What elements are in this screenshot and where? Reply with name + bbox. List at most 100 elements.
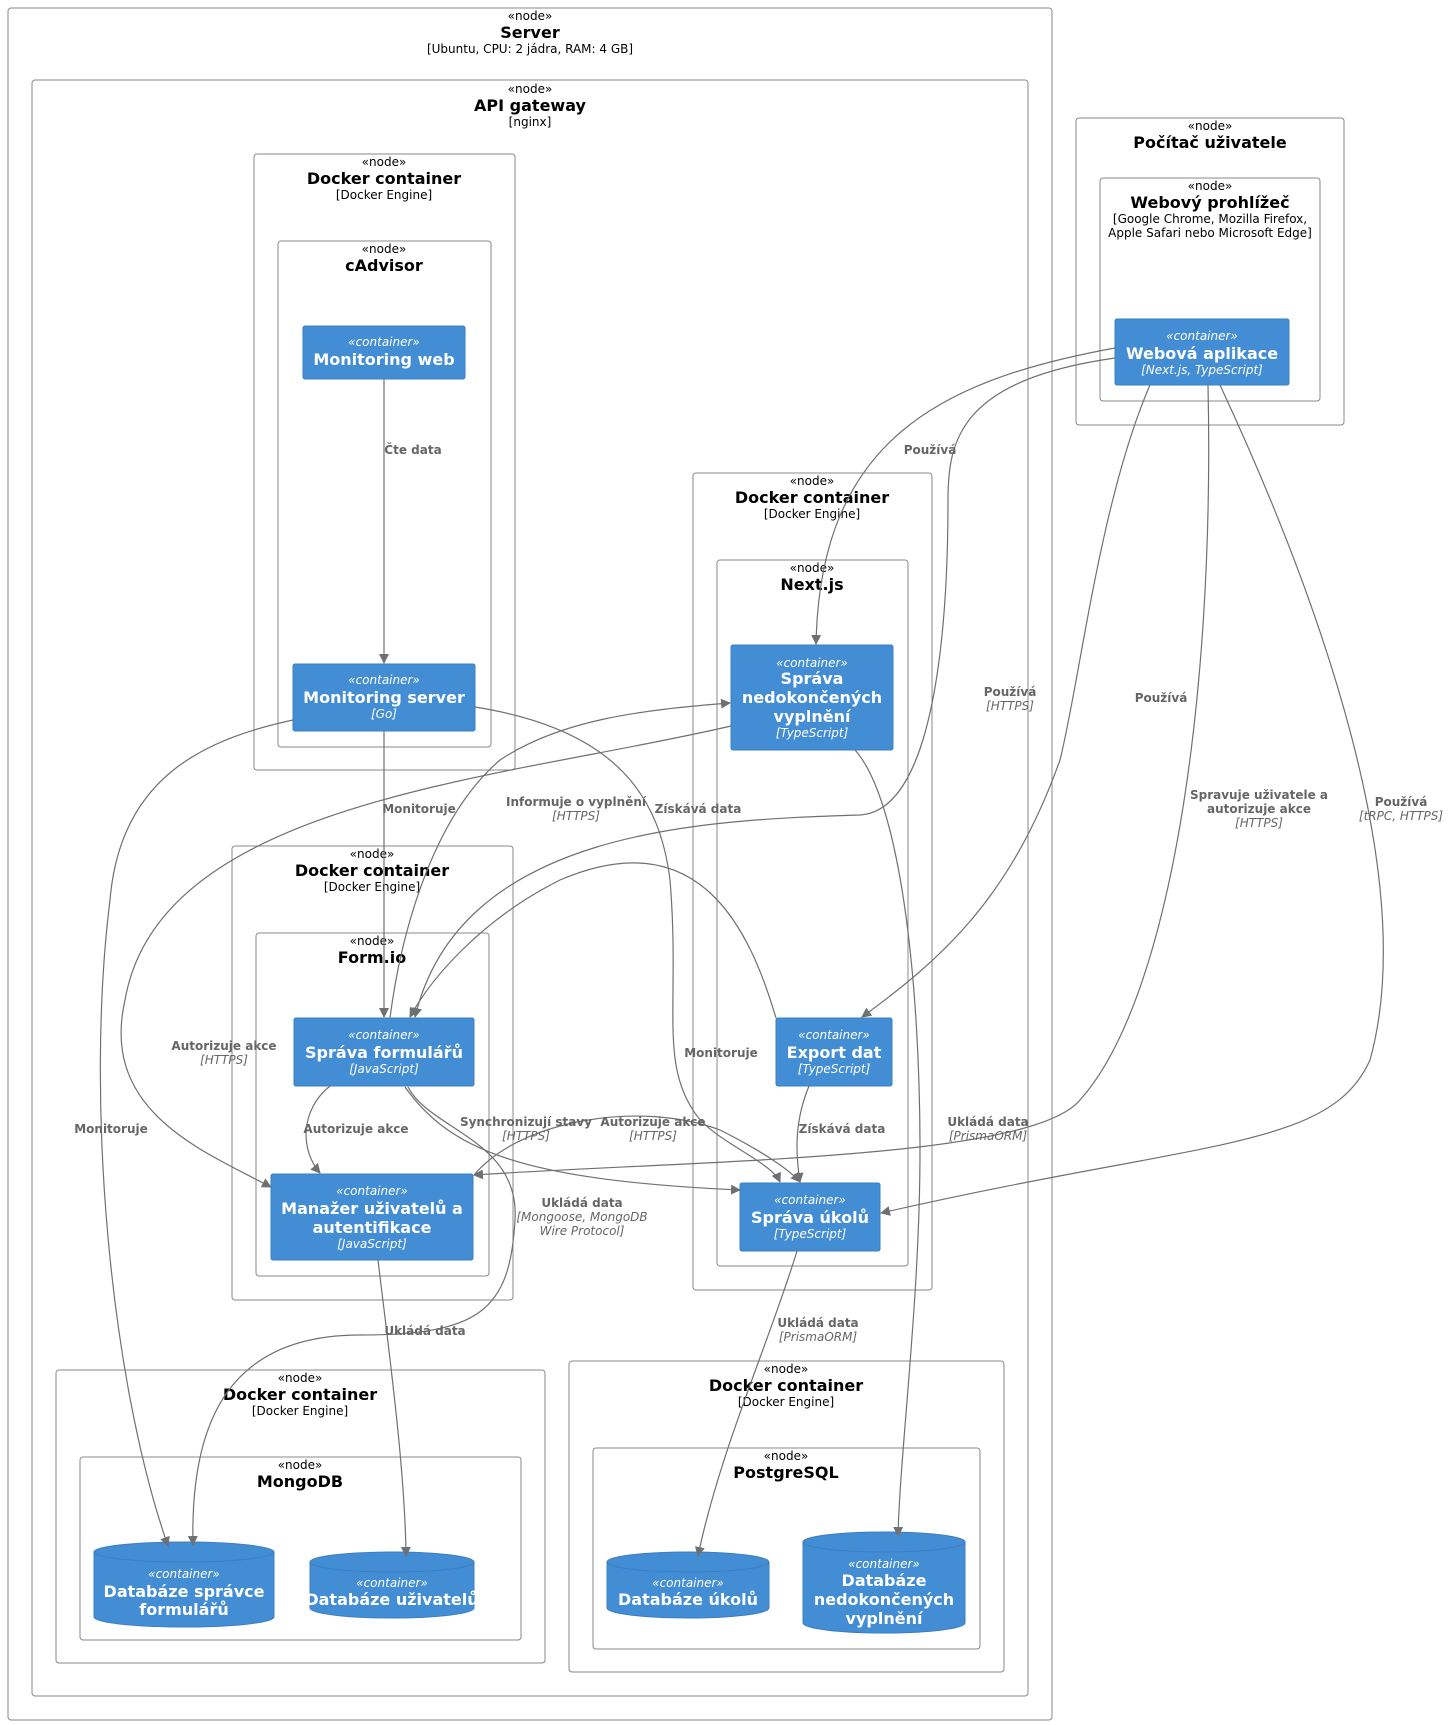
container-title: vyplnění bbox=[774, 707, 852, 726]
node-docker-postgres: «node» Docker container [Docker Engine] bbox=[568, 1360, 1005, 1673]
node-title: Next.js bbox=[780, 575, 843, 594]
edge-pouziva-sprava-nedokoncenych bbox=[811, 347, 1116, 645]
node-server: «node» Server [Ubuntu, CPU: 2 jádra, RAM… bbox=[7, 7, 1053, 1721]
node-stereotype: «node» bbox=[362, 242, 407, 256]
edge-tech: [HTTPS] bbox=[200, 1053, 248, 1067]
container-stereotype: «container» bbox=[848, 1557, 920, 1571]
node-stereotype: «node» bbox=[764, 1449, 809, 1463]
edge-spravuje bbox=[473, 384, 1210, 1180]
node-title: API gateway bbox=[474, 96, 586, 115]
edge-monitoruje-nextjs bbox=[409, 862, 777, 1019]
edge-synchronizuji bbox=[473, 1115, 801, 1183]
container-title: formulářů bbox=[139, 1600, 228, 1619]
container-title: nedokončených bbox=[742, 688, 882, 707]
edge-tech: [HTTPS] bbox=[629, 1129, 677, 1143]
container-export-dat: «container» Export dat [TypeScript] bbox=[775, 1017, 893, 1087]
edge-label: Ukládá data bbox=[384, 1324, 465, 1338]
container-sprava-formularu: «container» Správa formulářů [JavaScript… bbox=[293, 1017, 475, 1087]
edge-label: Používá bbox=[984, 685, 1037, 699]
edge-tech: [tRPC, HTTPS] bbox=[1359, 809, 1444, 823]
edge-pouziva-trpc bbox=[880, 384, 1384, 1216]
edge-label: Autorizuje akce bbox=[171, 1039, 276, 1053]
edge-label: Používá bbox=[904, 443, 957, 457]
container-title: Databáze uživatelů bbox=[305, 1590, 478, 1609]
edge-uklada-uzivatele bbox=[377, 1259, 411, 1557]
node-title: Form.io bbox=[338, 948, 406, 967]
node-title: Webový prohlížeč bbox=[1130, 193, 1289, 212]
node-browser: «node» Webový prohlížeč [Google Chrome, … bbox=[1099, 177, 1321, 402]
edge-autorizuje-https-left bbox=[120, 725, 732, 1188]
node-title: Počítač uživatele bbox=[1133, 133, 1287, 152]
edge-pouziva-export bbox=[861, 384, 1151, 1018]
edge-label: Informuje o vyplnění bbox=[506, 795, 647, 809]
container-title: Správa úkolů bbox=[751, 1208, 869, 1227]
edge-uklada-prisma-nedokoncenych bbox=[854, 749, 921, 1537]
container-tech: [Next.js, TypeScript] bbox=[1141, 363, 1263, 377]
edge-tech: Wire Protocol] bbox=[540, 1224, 625, 1238]
node-title: Server bbox=[500, 23, 560, 42]
node-title: PostgreSQL bbox=[733, 1463, 838, 1482]
container-stereotype: «container» bbox=[348, 1028, 420, 1042]
container-title: Databáze správce bbox=[104, 1582, 265, 1601]
container-title: Databáze bbox=[842, 1571, 927, 1590]
node-tech: [Ubuntu, CPU: 2 jádra, RAM: 4 GB] bbox=[427, 42, 633, 56]
container-tech: [TypeScript] bbox=[798, 1062, 871, 1076]
node-tech: [nginx] bbox=[509, 115, 552, 129]
node-tech: [Docker Engine] bbox=[336, 188, 432, 202]
container-stereotype: «container» bbox=[652, 1576, 724, 1590]
edge-label: Čte data bbox=[384, 442, 441, 457]
edge-tech: [HTTPS] bbox=[986, 699, 1034, 713]
node-stereotype: «node» bbox=[1188, 119, 1233, 133]
edge-label: Ukládá data bbox=[541, 1196, 622, 1210]
node-stereotype: «node» bbox=[362, 155, 407, 169]
node-docker-mongo: «node» Docker container [Docker Engine] bbox=[55, 1369, 546, 1664]
container-tech: [Go] bbox=[371, 707, 397, 721]
node-tech: [Google Chrome, Mozilla Firefox, bbox=[1113, 212, 1307, 226]
node-stereotype: «node» bbox=[764, 1362, 809, 1376]
node-docker-nextjs: «node» Docker container [Docker Engine] bbox=[692, 472, 933, 1291]
container-title: Monitoring server bbox=[303, 688, 465, 707]
node-postgresql: «node» PostgreSQL bbox=[592, 1447, 981, 1650]
node-user-pc: «node» Počítač uživatele bbox=[1075, 117, 1345, 426]
node-title: Docker container bbox=[709, 1376, 863, 1395]
node-cadvisor: «node» cAdvisor bbox=[277, 240, 492, 748]
node-stereotype: «node» bbox=[1188, 179, 1233, 193]
container-title: Databáze úkolů bbox=[618, 1590, 758, 1609]
edge-pouziva-sprava-formularu bbox=[412, 357, 1116, 1018]
database-formularu: «container» Databáze správce formulářů bbox=[93, 1541, 275, 1628]
container-title: Správa formulářů bbox=[305, 1043, 463, 1062]
edge-label: autorizuje akce bbox=[1207, 802, 1311, 816]
edge-tech: [Mongoose, MongoDB bbox=[516, 1210, 647, 1224]
node-tech: [Docker Engine] bbox=[252, 1404, 348, 1418]
edge-monitoruje-mongo bbox=[99, 719, 294, 1547]
edge-label: Monitoruje bbox=[382, 802, 456, 816]
container-title: vyplnění bbox=[846, 1609, 924, 1628]
edge-ziskava-data-export bbox=[793, 1085, 810, 1183]
node-title: Docker container bbox=[307, 169, 461, 188]
edge-tech: [PrismaORM] bbox=[949, 1129, 1028, 1143]
container-title: autentifikace bbox=[313, 1218, 432, 1237]
node-stereotype: «node» bbox=[790, 474, 835, 488]
edge-informuje bbox=[389, 698, 731, 1019]
database-ukolu: «container» Databáze úkolů bbox=[606, 1551, 770, 1619]
node-title: Docker container bbox=[295, 861, 449, 880]
node-title: MongoDB bbox=[257, 1472, 343, 1491]
node-tech: Apple Safari nebo Microsoft Edge] bbox=[1108, 226, 1312, 240]
edge-uklada-prisma-ukoly bbox=[694, 1250, 798, 1557]
node-api-gateway: «node» API gateway [nginx] bbox=[31, 79, 1029, 1697]
edge-label: Používá bbox=[1375, 795, 1428, 809]
container-stereotype: «container» bbox=[348, 673, 420, 687]
edge-uklada-mongoose bbox=[187, 1086, 516, 1546]
container-manazer: «container» Manažer uživatelů a autentif… bbox=[270, 1173, 474, 1261]
edge-autorizuje-inner bbox=[305, 1085, 331, 1174]
edge-label: Autorizuje akce bbox=[600, 1115, 705, 1129]
edge-label: Spravuje uživatele a bbox=[1190, 788, 1328, 802]
node-tech: [Docker Engine] bbox=[738, 1395, 834, 1409]
edge-label: Získává data bbox=[655, 802, 742, 816]
container-title: Monitoring web bbox=[313, 350, 454, 369]
container-webova-aplikace: «container» Webová aplikace [Next.js, Ty… bbox=[1114, 318, 1290, 386]
edge-ziskava-data-monitoring bbox=[474, 706, 781, 1183]
node-mongodb: «node» MongoDB bbox=[79, 1456, 522, 1641]
edge-autorizuje-https-mid bbox=[404, 1086, 741, 1195]
edge-label: Ukládá data bbox=[947, 1115, 1028, 1129]
